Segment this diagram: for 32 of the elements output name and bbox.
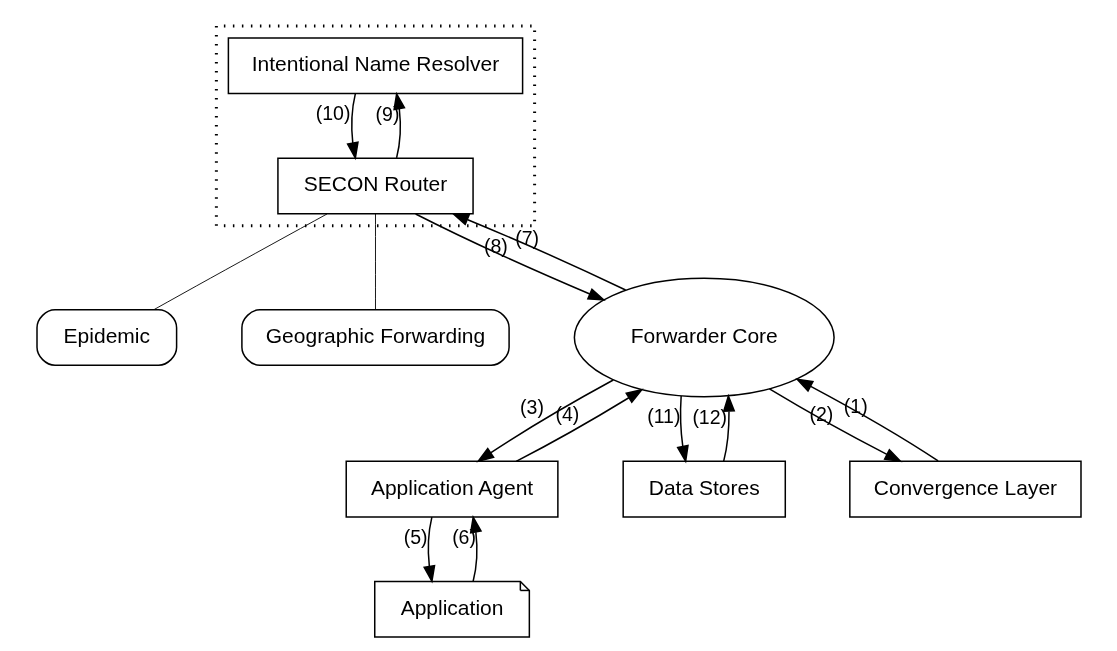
- arrow: [469, 514, 482, 582]
- edge-label: (9): [375, 102, 399, 125]
- arrow: [450, 212, 626, 291]
- node-box: Geographic Forwarding: [240, 309, 510, 367]
- edge-label: (3): [519, 395, 544, 418]
- arrow: [768, 388, 902, 463]
- node-box: SECON Router: [276, 157, 474, 215]
- edge-label: (10): [315, 102, 350, 125]
- node-box: Epidemic: [35, 309, 177, 367]
- edge-label: (5): [403, 525, 428, 548]
- edge-label: (2): [808, 402, 833, 425]
- node-box: Data Stores: [621, 460, 786, 518]
- arrow: [392, 91, 406, 159]
- edge-label: (8): [483, 234, 508, 257]
- edge-label: (11): [646, 405, 680, 428]
- node-ellipse: Forwarder Core: [573, 277, 835, 398]
- arrow: [722, 393, 735, 462]
- arrow: [514, 388, 644, 463]
- arrow: [422, 516, 435, 584]
- arrow: [676, 395, 689, 464]
- arrow: [414, 213, 606, 301]
- edge-label: (4): [554, 403, 579, 426]
- arrow: [794, 378, 939, 462]
- edge-label: (12): [691, 405, 727, 428]
- connector: [374, 213, 376, 311]
- node-box: Intentional Name Resolver: [227, 37, 523, 95]
- arrow: [475, 379, 614, 463]
- arrow: [345, 93, 359, 161]
- node-box: Convergence Layer: [848, 460, 1082, 518]
- edge-label: (7): [514, 227, 539, 250]
- edge-label: (1): [843, 395, 868, 418]
- node-box: Application Agent: [344, 460, 559, 518]
